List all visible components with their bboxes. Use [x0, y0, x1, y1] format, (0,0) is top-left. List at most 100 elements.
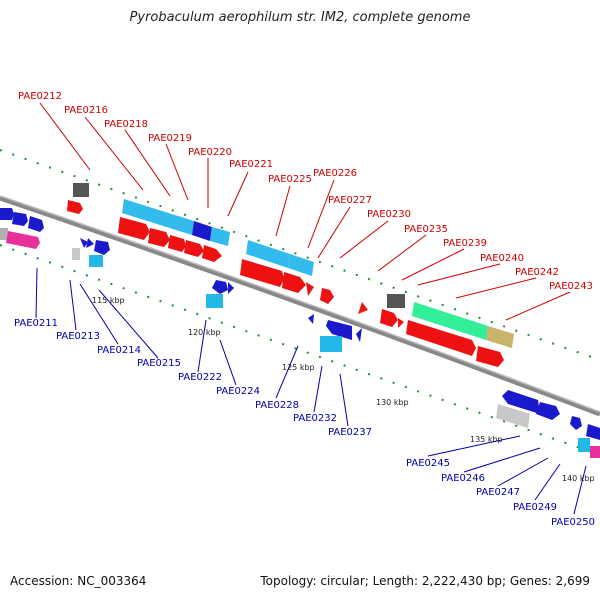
gene-block [398, 318, 404, 328]
gene-block [246, 240, 290, 268]
map-title: Pyrobaculum aerophilum str. IM2, complet… [129, 10, 471, 25]
gene-block [282, 272, 306, 293]
gene-block [380, 309, 398, 327]
tick-label: 130 kbp [376, 398, 409, 407]
gene-block [148, 228, 170, 247]
genome-backbone-highlight [0, 195, 600, 413]
gene-label: PAE0235 [404, 224, 448, 235]
gene-label: PAE0243 [549, 281, 593, 292]
forward-gene-labels: PAE0212 PAE0216 PAE0218 PAE0219 PAE0220 … [18, 91, 593, 292]
tick-label: 135 kbp [470, 435, 503, 444]
gene-block [72, 248, 80, 260]
gene-block [326, 320, 352, 340]
leader-lines-forward [39, 102, 571, 321]
tick-label: 125 kbp [282, 363, 315, 372]
gene-block [406, 320, 476, 356]
gene-block [184, 240, 204, 257]
gene-block [590, 446, 600, 458]
guide-tracks [0, 149, 600, 456]
gene-label: PAE0237 [328, 427, 372, 438]
gene-label: PAE0230 [367, 209, 411, 220]
gene-label: PAE0219 [148, 133, 192, 144]
gene-block [387, 294, 405, 308]
gene-block [320, 288, 334, 304]
gene-label: PAE0222 [178, 372, 222, 383]
gene-label: PAE0220 [188, 147, 232, 158]
gene-block [94, 240, 110, 255]
gene-block [210, 227, 230, 246]
gene-label: PAE0214 [97, 345, 141, 356]
gene-block [12, 212, 28, 226]
gene-block [206, 294, 223, 308]
gene-block [240, 259, 284, 287]
reverse-genes [206, 280, 600, 458]
gene-block [356, 328, 362, 342]
gene-label: PAE0226 [313, 168, 357, 179]
gene-label: PAE0250 [551, 517, 595, 528]
gene-block [80, 238, 88, 248]
gene-label: PAE0212 [18, 91, 62, 102]
gene-block [496, 404, 530, 428]
gene-label: PAE0239 [443, 238, 487, 249]
gene-label: PAE0242 [515, 267, 559, 278]
gene-label: PAE0218 [104, 119, 148, 130]
gene-block [476, 346, 504, 367]
gene-block [308, 314, 314, 324]
outer-guide-track [0, 149, 600, 361]
inner-guide-track-upper [0, 244, 600, 456]
gene-block [192, 221, 212, 241]
gene-label: PAE0228 [255, 400, 299, 411]
gene-label: PAE0246 [441, 473, 485, 484]
tick-label: 115 kbp [92, 296, 125, 305]
gene-block [412, 302, 488, 340]
kbp-ticks: 115 kbp 120 kbp 125 kbp 130 kbp 135 kbp … [92, 296, 595, 483]
gene-block [358, 302, 368, 314]
gene-label: PAE0245 [406, 458, 450, 469]
gene-block [228, 282, 234, 294]
forward-genes [67, 183, 514, 367]
gene-label: PAE0225 [268, 174, 312, 185]
gene-label: PAE0240 [480, 253, 524, 264]
tick-label: 140 kbp [562, 474, 595, 483]
gene-block [67, 200, 83, 214]
gene-label: PAE0213 [56, 331, 100, 342]
gene-label: PAE0247 [476, 487, 520, 498]
gene-block [536, 402, 560, 420]
accession-text: Accession: NC_003364 [10, 574, 147, 588]
gene-block [502, 390, 540, 414]
gene-block [578, 438, 590, 452]
gene-block [86, 238, 94, 248]
genome-summary-text: Topology: circular; Length: 2,222,430 bp… [260, 574, 590, 588]
gene-block [570, 416, 582, 430]
gene-label: PAE0215 [137, 358, 181, 369]
gene-label: PAE0216 [64, 105, 108, 116]
leader-lines-reverse [35, 267, 587, 515]
gene-label: PAE0249 [513, 502, 557, 513]
gene-block [0, 208, 14, 220]
gene-block [73, 183, 89, 197]
gene-block [89, 255, 103, 267]
gene-block [586, 424, 600, 440]
gene-block [28, 216, 44, 232]
gene-block [202, 245, 222, 262]
gene-block [0, 228, 8, 240]
gene-block [6, 231, 40, 249]
gene-label: PAE0211 [14, 318, 58, 329]
gene-block [320, 336, 342, 352]
tick-label: 120 kbp [188, 328, 221, 337]
gene-label: PAE0221 [229, 159, 273, 170]
gene-block [288, 254, 314, 276]
gene-label: PAE0232 [293, 413, 337, 424]
genome-backbone [0, 195, 600, 417]
gene-block [486, 326, 514, 348]
reverse-gene-labels: PAE0211 PAE0213 PAE0214 PAE0215 PAE0222 … [14, 318, 595, 528]
gene-block [306, 282, 314, 296]
gene-block [122, 199, 194, 235]
gene-label: PAE0227 [328, 195, 372, 206]
gene-block [168, 235, 186, 252]
gene-block [212, 280, 228, 294]
gene-block [118, 217, 150, 240]
reverse-genes-left [0, 208, 110, 267]
gene-label: PAE0224 [216, 386, 260, 397]
